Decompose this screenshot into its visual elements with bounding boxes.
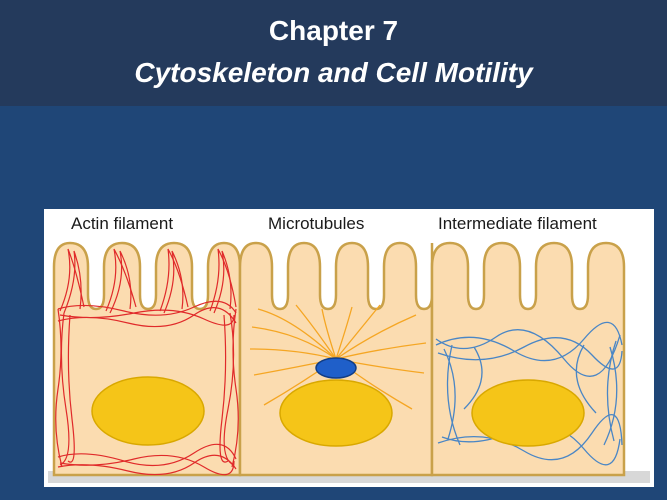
cytoskeleton-diagram: Actin filament Microtubules Intermediate… [44, 209, 654, 487]
nucleus-actin-cell [91, 376, 205, 446]
label-actin-filament: Actin filament [71, 214, 174, 233]
slide-subtitle: Cytoskeleton and Cell Motility [134, 57, 533, 88]
nucleus-intermediate-cell [471, 379, 585, 447]
cell-illustration [48, 241, 650, 483]
title-bar: Chapter 7 Cytoskeleton and Cell Motility [0, 0, 667, 106]
actin-filaments [55, 248, 239, 476]
nucleus-microtubule-cell [279, 379, 393, 447]
centrosome [315, 357, 357, 379]
label-microtubules: Microtubules [268, 214, 365, 233]
microtubule-array [249, 304, 427, 410]
label-intermediate-filament: Intermediate filament [438, 214, 597, 233]
slide-title: Chapter 7 [268, 15, 399, 46]
